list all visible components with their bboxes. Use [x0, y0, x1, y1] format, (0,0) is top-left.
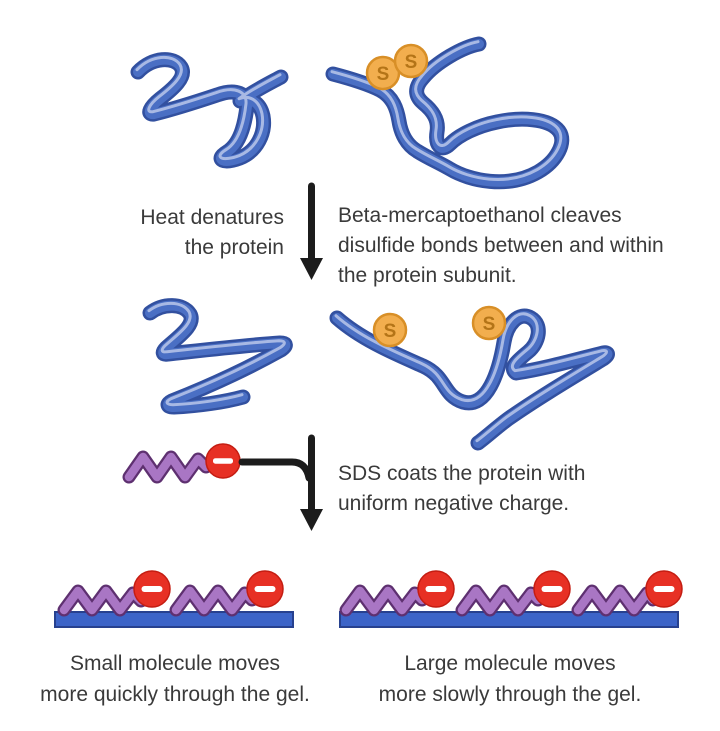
s-circle-icon	[393, 43, 429, 79]
minus-icon	[425, 586, 447, 592]
s-circle-icon	[471, 305, 507, 341]
small-molecule-caption: Small molecule moves more quickly throug…	[40, 652, 310, 706]
minus-icon	[541, 586, 563, 592]
minus-circle-icon	[417, 570, 455, 608]
gel-bar	[339, 611, 679, 628]
minus-circle-icon	[246, 570, 284, 608]
minus-icon	[213, 458, 233, 464]
protein-folded-small	[130, 52, 289, 169]
gel-band-large	[339, 570, 683, 628]
sulfur-label: S	[405, 52, 418, 73]
disulfide-badge: S	[372, 312, 408, 348]
minus-icon	[653, 586, 675, 592]
gel-band-small	[54, 570, 294, 628]
sulfur-label: S	[384, 321, 397, 342]
sulfur-label: S	[483, 314, 496, 335]
sds-molecule	[122, 443, 241, 484]
down-arrow-icon	[238, 434, 323, 531]
protein-folded-large: S S	[325, 36, 570, 190]
minus-circle-icon	[133, 570, 171, 608]
minus-icon	[141, 586, 163, 592]
sds-label: SDS coats the protein with uniform negat…	[338, 462, 586, 515]
minus-circle-icon	[645, 570, 683, 608]
protein-denatured-small	[142, 298, 293, 415]
large-molecule-caption: Large molecule moves more slowly through…	[378, 652, 642, 706]
sulfur-label: S	[377, 64, 390, 85]
beta-mercaptoethanol-label: Beta-mercaptoethanol cleaves disulfide b…	[338, 204, 664, 287]
disulfide-badge: S	[393, 43, 429, 79]
connector-line	[238, 458, 313, 482]
down-arrow-icon	[300, 182, 323, 280]
minus-icon	[254, 586, 276, 592]
minus-circle-icon	[533, 570, 571, 608]
heat-label: Heat denatures the protein	[140, 206, 284, 259]
minus-circle-icon	[205, 443, 241, 479]
disulfide-badge: S	[471, 305, 507, 341]
s-circle-icon	[372, 312, 408, 348]
protein-denatured-large: S S	[329, 305, 615, 451]
